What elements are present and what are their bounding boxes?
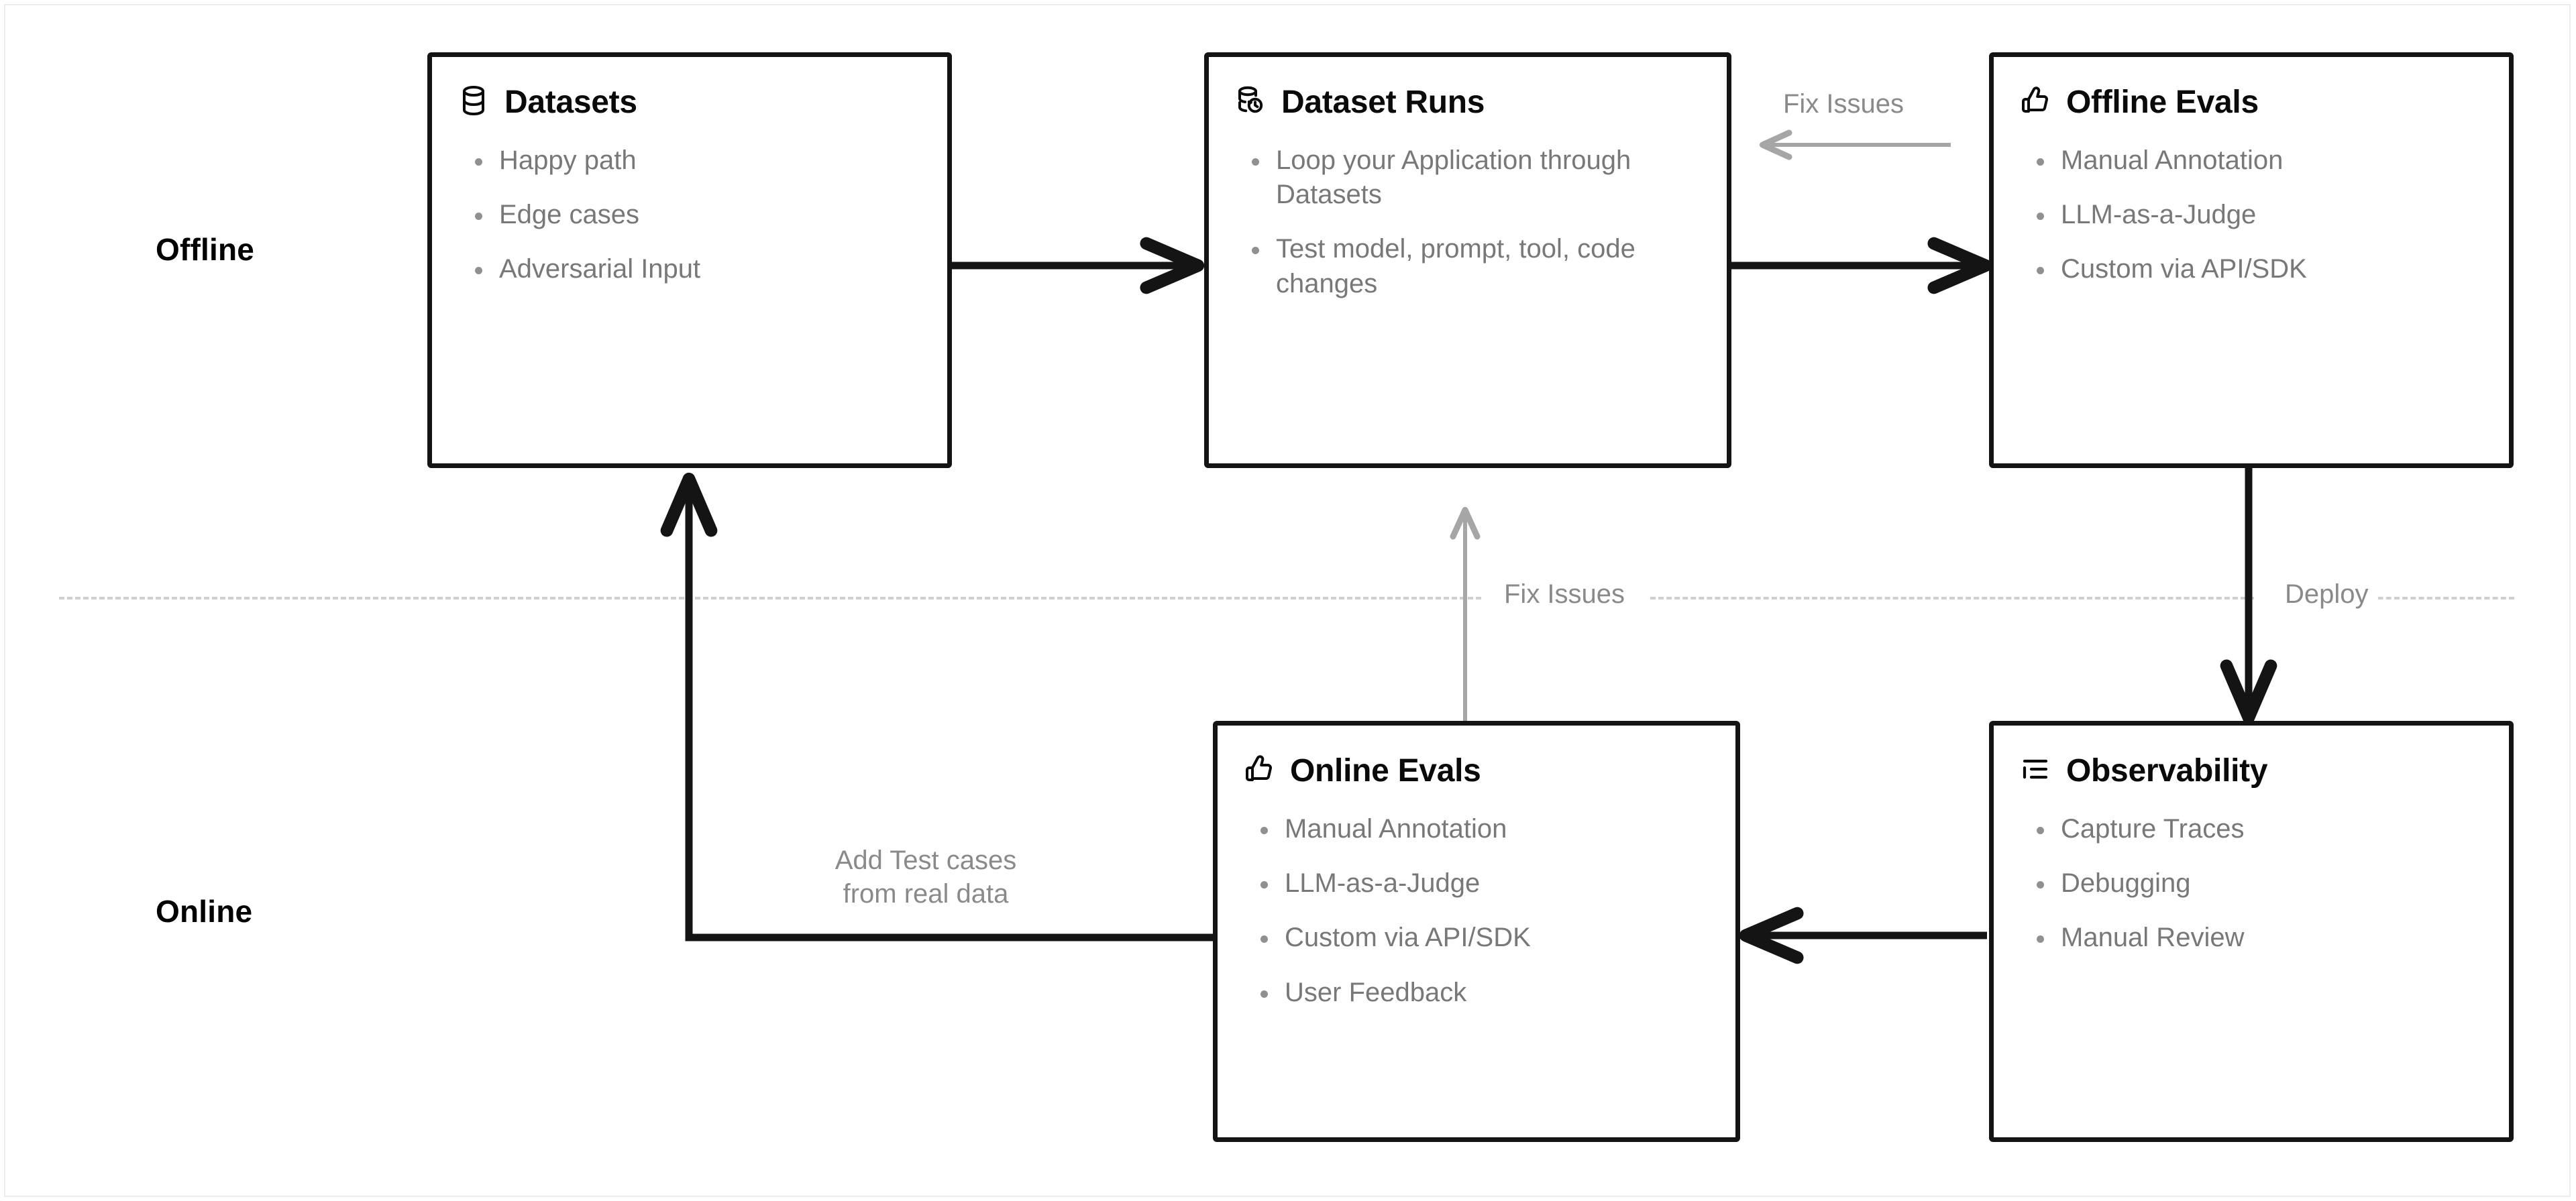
edge-label-add-test-cases-line2: from real data: [843, 879, 1009, 909]
node-offline-evals-title: Offline Evals: [2066, 84, 2259, 120]
list-item: Custom via API/SDK: [2034, 252, 2463, 286]
edge-label-add-test-cases: Add Test cases from real data: [812, 844, 1040, 911]
thumbs-up-icon: [2019, 84, 2051, 120]
node-datasets-header: Datasets: [432, 57, 947, 121]
list-item: LLM-as-a-Judge: [1258, 866, 1687, 901]
lane-label-online: Online: [156, 894, 253, 929]
node-offline-evals-bullets: Manual Annotation LLM-as-a-Judge Custom …: [1994, 121, 2509, 287]
list-tree-icon: [2019, 753, 2051, 789]
divider-label-fix-issues: Fix Issues: [1495, 579, 1635, 610]
divider-label-deploy: Deploy: [2275, 579, 2378, 610]
node-online-evals[interactable]: Online Evals Manual Annotation LLM-as-a-…: [1213, 721, 1740, 1142]
node-observability-header: Observability: [1994, 726, 2509, 789]
node-datasets-title: Datasets: [504, 84, 637, 120]
node-offline-evals-header: Offline Evals: [1994, 57, 2509, 121]
divider-segment-middle: [1650, 597, 2254, 599]
database-icon: [458, 84, 490, 120]
node-dataset-runs[interactable]: Dataset Runs Loop your Application throu…: [1204, 52, 1731, 468]
node-online-evals-bullets: Manual Annotation LLM-as-a-Judge Custom …: [1218, 789, 1735, 1010]
lane-label-offline: Offline: [156, 232, 255, 267]
node-online-evals-header: Online Evals: [1218, 726, 1735, 789]
list-item: Happy path: [472, 144, 902, 178]
list-item: Debugging: [2034, 866, 2463, 901]
list-item: Adversarial Input: [472, 252, 902, 286]
node-dataset-runs-header: Dataset Runs: [1209, 57, 1727, 121]
list-item: Test model, prompt, tool, code changes: [1249, 232, 1678, 300]
node-dataset-runs-title: Dataset Runs: [1281, 84, 1485, 120]
list-item: Capture Traces: [2034, 812, 2463, 846]
list-item: Edge cases: [472, 198, 902, 232]
thumbs-up-icon: [1243, 753, 1275, 789]
node-datasets-bullets: Happy path Edge cases Adversarial Input: [432, 121, 947, 287]
node-offline-evals[interactable]: Offline Evals Manual Annotation LLM-as-a…: [1989, 52, 2514, 468]
node-datasets[interactable]: Datasets Happy path Edge cases Adversari…: [427, 52, 952, 468]
list-item: Manual Review: [2034, 921, 2463, 955]
node-dataset-runs-bullets: Loop your Application through Datasets T…: [1209, 121, 1727, 301]
node-observability-bullets: Capture Traces Debugging Manual Review: [1994, 789, 2509, 956]
list-item: User Feedback: [1258, 976, 1687, 1010]
divider-segment-right: [2361, 597, 2514, 599]
list-item: Loop your Application through Datasets: [1249, 144, 1678, 212]
list-item: Manual Annotation: [2034, 144, 2463, 178]
node-observability-title: Observability: [2066, 753, 2268, 789]
node-observability[interactable]: Observability Capture Traces Debugging M…: [1989, 721, 2514, 1142]
list-item: Manual Annotation: [1258, 812, 1687, 846]
list-item: LLM-as-a-Judge: [2034, 198, 2463, 232]
edge-label-fix-issues-top: Fix Issues: [1783, 89, 1904, 119]
edge-label-add-test-cases-line1: Add Test cases: [835, 846, 1017, 875]
node-online-evals-title: Online Evals: [1290, 753, 1481, 789]
list-item: Custom via API/SDK: [1258, 921, 1687, 955]
database-refresh-icon: [1234, 84, 1267, 120]
divider-segment-left: [59, 597, 1481, 599]
